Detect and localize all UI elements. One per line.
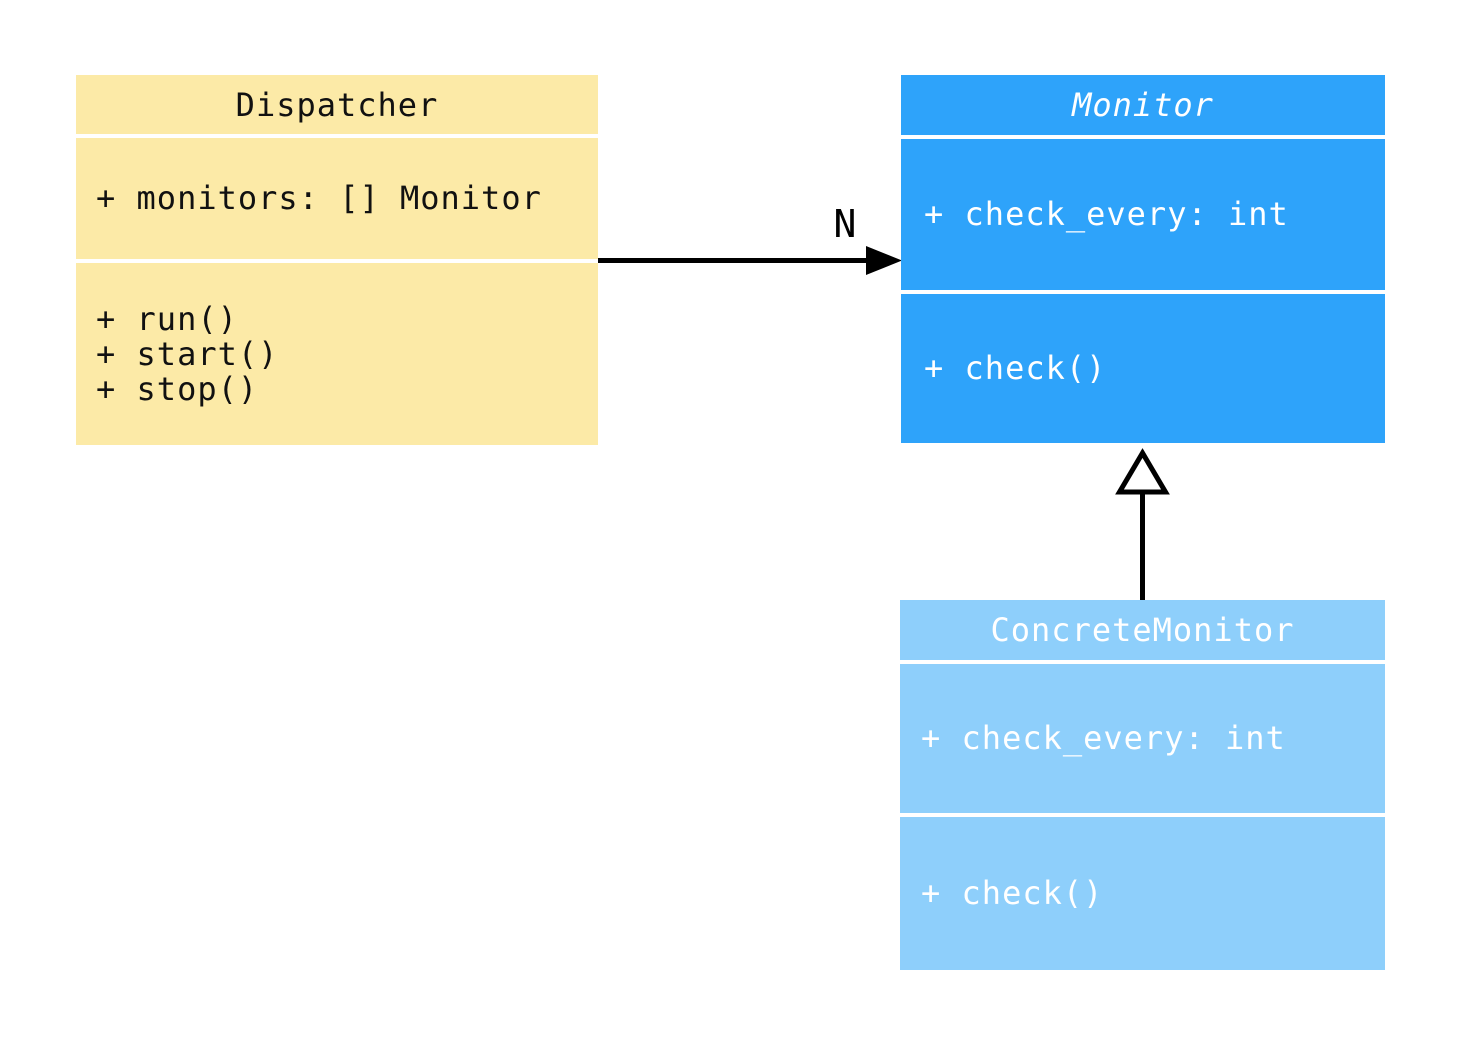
- inheritance-triangle-icon: [1115, 448, 1170, 495]
- methods-section: + run() + start() + stop(): [76, 263, 598, 445]
- class-title: Monitor: [901, 75, 1385, 135]
- methods-section: + check(): [901, 294, 1385, 443]
- attribute-item: + check_every: int: [921, 719, 1286, 757]
- attributes-section: + check_every: int: [900, 664, 1385, 813]
- methods-section: + check(): [900, 817, 1385, 970]
- class-title: ConcreteMonitor: [900, 600, 1385, 660]
- attributes-section: + check_every: int: [901, 139, 1385, 290]
- class-concrete-monitor: ConcreteMonitor + check_every: int + che…: [900, 600, 1385, 970]
- class-dispatcher: Dispatcher + monitors: [] Monitor + run(…: [76, 75, 598, 445]
- multiplicity-label: N: [833, 202, 857, 246]
- method-item: + check(): [921, 874, 1104, 912]
- attributes-section: + monitors: [] Monitor: [76, 138, 598, 259]
- class-title: Dispatcher: [76, 75, 598, 134]
- attribute-item: + monitors: [] Monitor: [96, 179, 542, 217]
- attribute-item: + check_every: int: [924, 195, 1289, 233]
- method-item: + stop(): [96, 369, 259, 408]
- class-monitor: Monitor + check_every: int + check(): [901, 75, 1385, 443]
- method-item: + check(): [924, 349, 1107, 387]
- association-arrowhead-icon: [866, 246, 902, 275]
- method-item: + start(): [96, 334, 279, 373]
- method-item: + run(): [96, 299, 238, 338]
